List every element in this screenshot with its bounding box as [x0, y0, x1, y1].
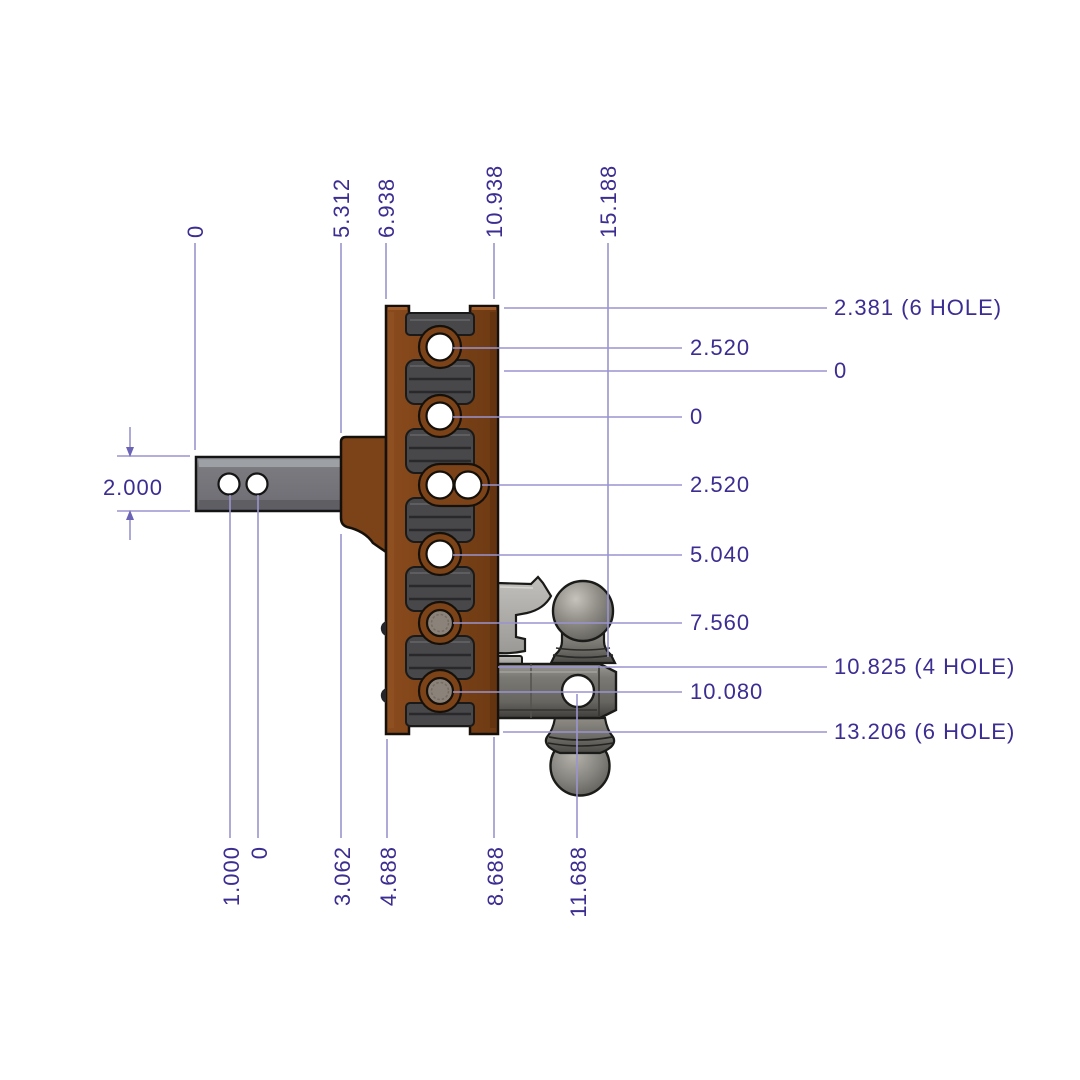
channel-left-highlight [388, 312, 394, 728]
serrated-teeth [405, 312, 475, 727]
channel-hole-3a [425, 470, 455, 500]
dim-label-bottom-0: 0 [247, 846, 272, 859]
tow-ball-top [551, 579, 615, 643]
bar-pin-hole [560, 673, 596, 709]
pin-tip-lower [380, 688, 386, 703]
dim-label-bottom-11688: 11.688 [566, 846, 591, 918]
channel-hole-1 [425, 332, 455, 362]
mount-flange [339, 435, 388, 555]
dim-label-bottom-3062: 3.062 [330, 846, 355, 906]
channel-right-shadow [490, 312, 496, 728]
shank-bottom-shadow [199, 500, 340, 508]
arrowhead-up [126, 510, 134, 520]
shank-hole-2 [245, 472, 269, 496]
dimension-lines [117, 243, 827, 838]
latch-highlight [499, 586, 534, 589]
channel-hole-3b [453, 470, 483, 500]
dim-label-right-7560: 7.560 [690, 610, 750, 635]
dim-label-right-2381: 2.381 (6 HOLE) [834, 295, 1002, 320]
dim-label-top-6938: 6.938 [374, 178, 399, 238]
channel-tab-face-tl [388, 307, 407, 310]
dim-label-top-15188: 15.188 [596, 165, 621, 238]
bottom-collar-ring-1 [548, 736, 613, 741]
dimension-labels: 2.000 0 5.312 6.938 10.938 15.188 1.000 … [103, 165, 1015, 918]
dim-label-right-13206: 13.206 (6 HOLE) [834, 719, 1015, 744]
latch-hook-plate [495, 575, 553, 655]
channel-tab-face-tr [472, 307, 496, 310]
shank-top-highlight [199, 460, 340, 467]
top-ball-collar [549, 631, 617, 665]
dim-label-bottom-1000: 1.000 [219, 846, 244, 906]
shank-hole-1 [217, 472, 241, 496]
mount-pins [425, 608, 455, 706]
dim-label-right-0a: 0 [834, 358, 847, 383]
adjustment-channel [380, 304, 500, 736]
dimension-arrowheads [126, 447, 134, 520]
dim-label-right-5040: 5.040 [690, 542, 750, 567]
receiver-shank [194, 455, 344, 513]
top-collar-ring-1 [555, 647, 611, 651]
dim-label-top-5312: 5.312 [329, 178, 354, 238]
arrowhead-down [126, 447, 134, 457]
bottom-collar-ring-2 [547, 742, 614, 747]
dim-label-right-10825: 10.825 (4 HOLE) [834, 654, 1015, 679]
dual-ball-mount [492, 575, 618, 797]
dim-label-top-10938: 10.938 [482, 165, 507, 238]
tooth-ridges [409, 377, 471, 716]
channel-hole-4 [425, 539, 455, 569]
pin-lower-face [430, 681, 450, 701]
dim-label-top-0: 0 [183, 225, 208, 238]
bottom-ball-collar [544, 716, 616, 755]
dim-label-right-0b: 0 [690, 404, 703, 429]
pin-tip-upper [380, 621, 386, 636]
dim-label-left-2000: 2.000 [103, 475, 163, 500]
adjustment-holes [425, 332, 483, 569]
dim-label-bottom-8688: 8.688 [483, 846, 508, 906]
dim-label-right-2520a: 2.520 [690, 335, 750, 360]
dim-label-bottom-4688: 4.688 [376, 846, 401, 906]
dim-label-right-10080: 10.080 [690, 679, 763, 704]
pin-upper-face [430, 613, 450, 633]
dim-label-right-2520b: 2.520 [690, 472, 750, 497]
channel-hole-2 [425, 401, 455, 431]
